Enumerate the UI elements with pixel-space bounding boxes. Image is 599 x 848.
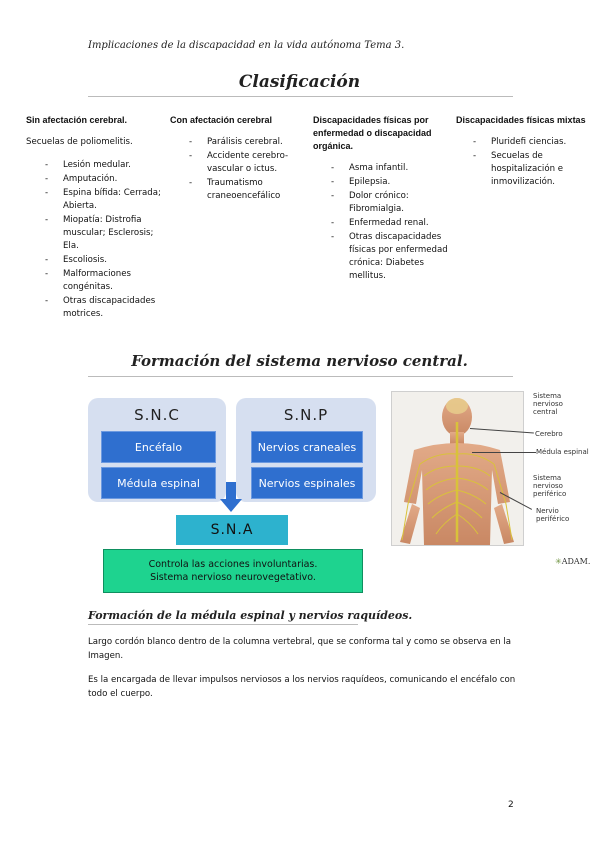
- list-item: Dolor crónico: Fibromialgia.: [331, 190, 448, 216]
- column-con-afectacion: Con afectación cerebral Parálisis cerebr…: [170, 114, 305, 204]
- column-organica: Discapacidades físicas por enfermedad o …: [313, 114, 448, 284]
- adam-logo-icon: ✳: [555, 557, 562, 566]
- column-mixtas: Discapacidades físicas mixtas Pluridefi …: [456, 114, 591, 190]
- snp-title: S.N.P: [283, 406, 329, 424]
- body-illustration: [392, 392, 523, 545]
- list-item: Pluridefi ciencias.: [473, 136, 591, 149]
- list-item: Amputación.: [45, 173, 161, 186]
- column-heading: Discapacidades físicas mixtas: [456, 115, 586, 125]
- nervios-craneales-box: Nervios craneales: [251, 431, 363, 463]
- list-item: Miopatía: Distrofia muscular; Esclerosis…: [45, 214, 161, 253]
- encefalo-box: Encéfalo: [101, 431, 216, 463]
- leader-line: [472, 452, 536, 453]
- list-item: Enfermedad renal.: [331, 217, 448, 230]
- sna-description-text: Controla las acciones involuntarias. Sis…: [148, 559, 318, 583]
- medula-paragraph-2: Es la encargada de llevar impulsos nervi…: [88, 675, 516, 699]
- title-rule: [88, 376, 513, 377]
- list-item: Secuelas de hospitalización e inmoviliza…: [473, 150, 591, 189]
- subtitle-rule: [88, 624, 358, 625]
- medula-paragraph-1: Largo cordón blanco dentro de la columna…: [88, 637, 511, 661]
- list-item: Parálisis cerebral.: [189, 136, 305, 149]
- column-heading: Sin afectación cerebral.: [26, 115, 128, 125]
- column-heading: Con afectación cerebral: [170, 115, 273, 125]
- list-item: Accidente cerebro-vascular o ictus.: [189, 150, 305, 176]
- title-rule: [88, 96, 513, 97]
- sna-description: Controla las acciones involuntarias. Sis…: [103, 549, 363, 593]
- list-item: Lesión medular.: [45, 159, 161, 172]
- label-snp: Sistema nervioso periférico: [533, 474, 567, 498]
- list-item: Asma infantil.: [331, 162, 448, 175]
- list-item: Epilepsia.: [331, 176, 448, 189]
- medula-espinal-box: Médula espinal: [101, 467, 216, 499]
- nervous-system-image: [391, 391, 524, 546]
- list-item: Escoliosis.: [45, 254, 161, 267]
- list-item: Espina bífida: Cerrada; Abierta.: [45, 187, 161, 213]
- formacion-title: Formación del sistema nervioso central.: [131, 352, 468, 370]
- medula-title: Formación de la médula espinal y nervios…: [88, 609, 413, 622]
- label-nervio: Nervio periférico: [536, 507, 570, 523]
- list-item: Otras discapacidades físicas por enferme…: [331, 231, 448, 283]
- label-cerebro: Cerebro: [535, 430, 563, 438]
- list-item: Malformaciones congénitas.: [45, 268, 161, 294]
- snc-title: S.N.C: [134, 406, 180, 424]
- list-item: Otras discapacidades motrices.: [45, 295, 161, 321]
- column-heading: Discapacidades físicas por enfermedad o …: [313, 115, 432, 151]
- label-medula: Médula espinal: [536, 448, 589, 456]
- nervios-espinales-box: Nervios espinales: [251, 467, 363, 499]
- page-header: Implicaciones de la discapacidad en la v…: [88, 40, 405, 51]
- page-number: 2: [508, 800, 514, 810]
- down-arrow-icon: [220, 482, 242, 512]
- adam-credit: ✳ADAM.: [555, 557, 591, 566]
- list-item: Traumatismo craneoencefálico: [189, 177, 305, 203]
- clasificacion-title: Clasificación: [238, 72, 361, 92]
- column-intro: Secuelas de poliomelitis.: [26, 137, 133, 147]
- sna-box: S.N.A: [176, 515, 288, 545]
- label-snc: Sistema nervioso central: [533, 392, 563, 416]
- column-sin-afectacion: Sin afectación cerebral. Secuelas de pol…: [26, 114, 161, 322]
